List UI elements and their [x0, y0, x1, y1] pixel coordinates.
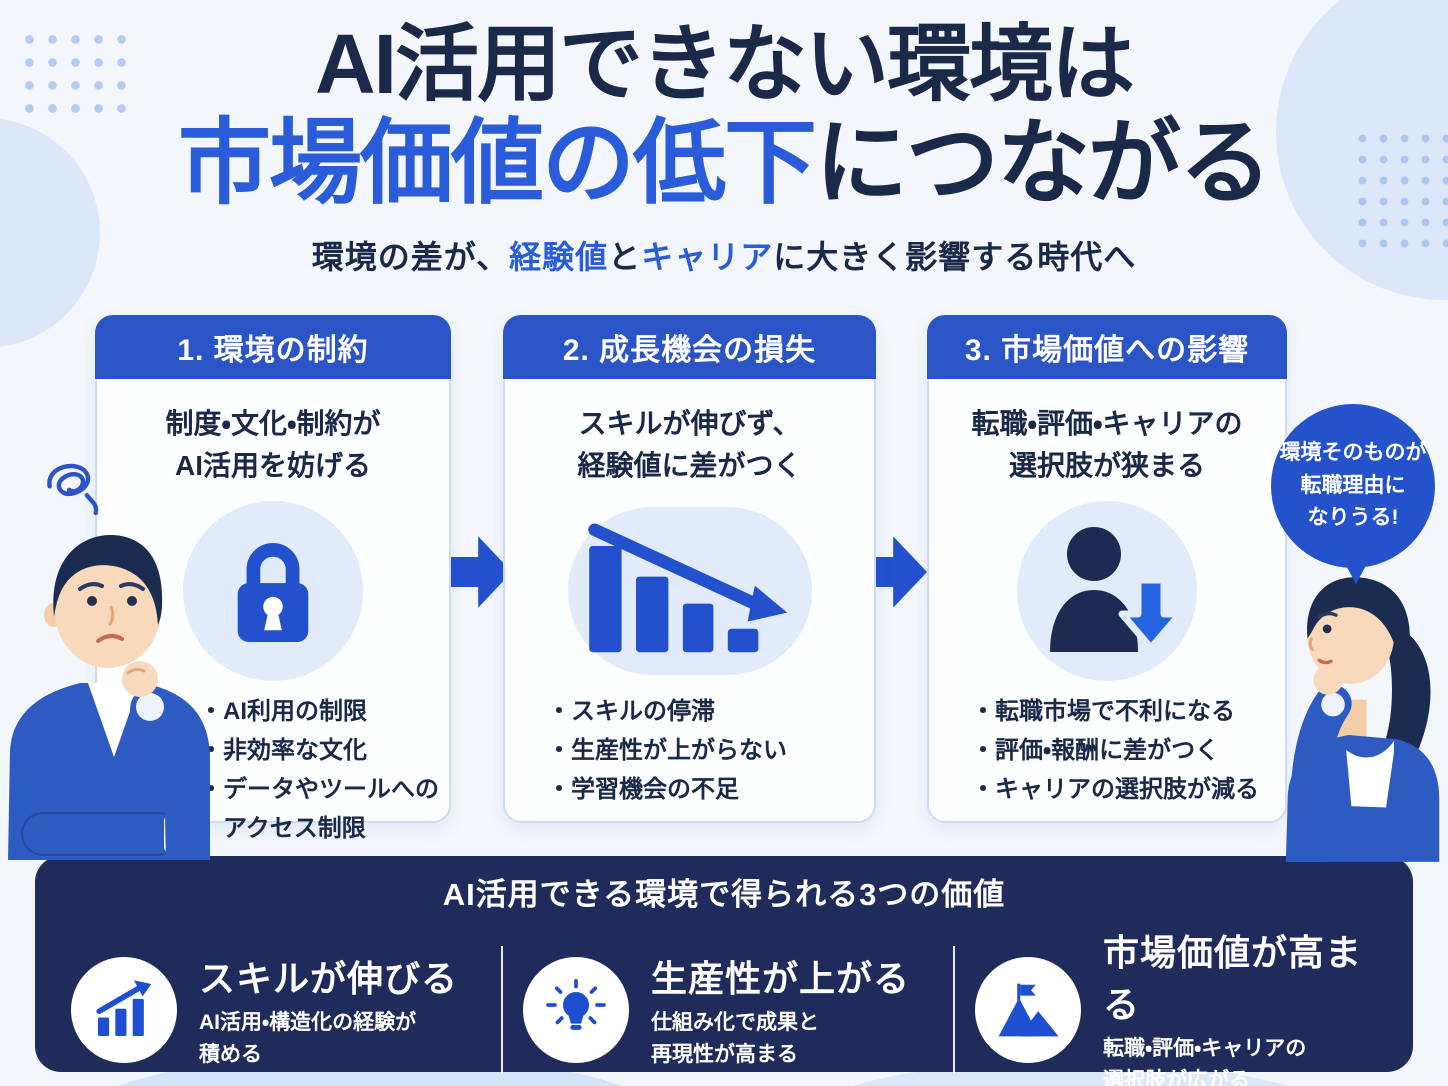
card-growth-opportunity-loss: 2. 成長機会の損失 スキルが伸びず、 経験値に差がつく ・スキルの停滞 ・生産… — [503, 315, 876, 823]
list-item: ・学習機会の不足 — [547, 775, 739, 803]
dot-grid-pattern — [1352, 128, 1448, 260]
subtitle: 環境の差が、経験値とキャリアに大きく影響する時代へ — [311, 238, 1137, 275]
value-item-skills: スキルが伸びる AI活用・構造化の経験が 積める — [71, 950, 481, 1070]
mountain-flag-icon — [998, 983, 1059, 1037]
divider — [953, 946, 955, 1074]
card-lead: スキルが伸びず、 経験値に差がつく — [577, 408, 802, 481]
card-lead: 転職・評価・キャリアの 選択肢が狭まる — [971, 408, 1243, 481]
title-line-2: 市場価値の低下につながる — [0, 115, 1448, 212]
list-item: ・非効率な文化 — [199, 736, 367, 764]
card-market-value-impact: 3. 市場価値への影響 転職・評価・キャリアの 選択肢が狭まる ・転職市場で不利… — [927, 315, 1287, 823]
icon-background — [567, 507, 812, 675]
card-header: 1. 環境の制約 — [95, 315, 451, 379]
page-title: AI活用できない環境は 市場価値の低下につながる 環境の差が、経験値とキャリアに… — [0, 17, 1448, 278]
list-item: ・AI利用の制限 — [199, 698, 367, 725]
title-line-1: AI活用できない環境は — [314, 17, 1135, 111]
confusion-scribble-icon — [47, 463, 99, 516]
speech-bubble: 環境そのものが 転職理由に なりうる! — [1271, 404, 1435, 584]
thinking-woman-illustration — [1285, 577, 1440, 862]
dot-grid-pattern — [18, 28, 132, 122]
person-down-icon — [1050, 527, 1182, 652]
card-header: 2. 成長機会の損失 — [503, 315, 876, 379]
lock-icon — [237, 543, 309, 642]
list-item: ・生産性が上がらない — [547, 736, 787, 764]
icon-background — [183, 501, 363, 681]
icon-background — [523, 957, 629, 1063]
thinking-man-illustration — [8, 535, 210, 860]
list-item: ・データやツールへの アクセス制限 — [199, 775, 439, 842]
value-banner: AI活用できる環境で得られる3つの価値 スキルが伸びる AI活用・構造化の経験が… — [35, 856, 1413, 1086]
value-item-title: 市場価値が高まる — [1103, 932, 1363, 1025]
icon-background — [975, 957, 1081, 1063]
growth-chart-icon — [96, 980, 152, 1037]
bullet-list: ・スキルの停滞 ・生産性が上がらない ・学習機会の不足 — [505, 693, 874, 810]
value-item-productivity: 生産性が上がる 仕組み化で成果と 再現性が高まる — [523, 950, 933, 1070]
card-header: 3. 市場価値への影響 — [927, 315, 1287, 379]
lightbulb-icon — [546, 979, 606, 1030]
value-item-title: スキルが伸びる — [199, 958, 459, 999]
value-item-desc: AI活用・構造化の経験が 積める — [199, 1011, 417, 1066]
declining-chart-icon — [587, 523, 787, 653]
icon-background — [1017, 501, 1197, 681]
value-item-desc: 仕組み化で成果と 再現性が高まる — [651, 1011, 819, 1066]
value-item-title: 生産性が上がる — [651, 958, 911, 999]
divider — [501, 946, 503, 1074]
value-banner-title: AI活用できる環境で得られる3つの価値 — [442, 877, 1006, 912]
list-item: ・スキルの停滞 — [547, 698, 715, 725]
icon-background — [71, 957, 177, 1063]
list-item: ・評価・報酬に差がつく — [971, 736, 1220, 764]
value-item-market-value: 市場価値が高まる 転職・評価・キャリアの 選択肢が広がる — [975, 924, 1385, 1086]
flow-arrow-icon — [865, 526, 927, 623]
speech-bubble-tail — [1343, 560, 1369, 584]
list-item: ・キャリアの選択肢が減る — [971, 775, 1259, 803]
speech-bubble-text: 環境そのものが 転職理由に なりうる! — [1279, 441, 1427, 530]
bullet-list: ・AI利用の制限 ・非効率な文化 ・データやツールへの アクセス制限 — [97, 693, 449, 849]
title-highlight: 市場価値の低下 — [178, 111, 817, 216]
card-lead: 制度・文化・制約が AI活用を妨げる — [165, 408, 381, 481]
title-rest: につながる — [815, 111, 1272, 216]
bullet-list: ・転職市場で不利になる ・評価・報酬に差がつく ・キャリアの選択肢が減る — [929, 693, 1285, 810]
flow-arrow-icon — [450, 526, 512, 623]
value-item-desc: 転職・評価・キャリアの 選択肢が広がる — [1103, 1037, 1307, 1086]
list-item: ・転職市場で不利になる — [971, 698, 1235, 725]
